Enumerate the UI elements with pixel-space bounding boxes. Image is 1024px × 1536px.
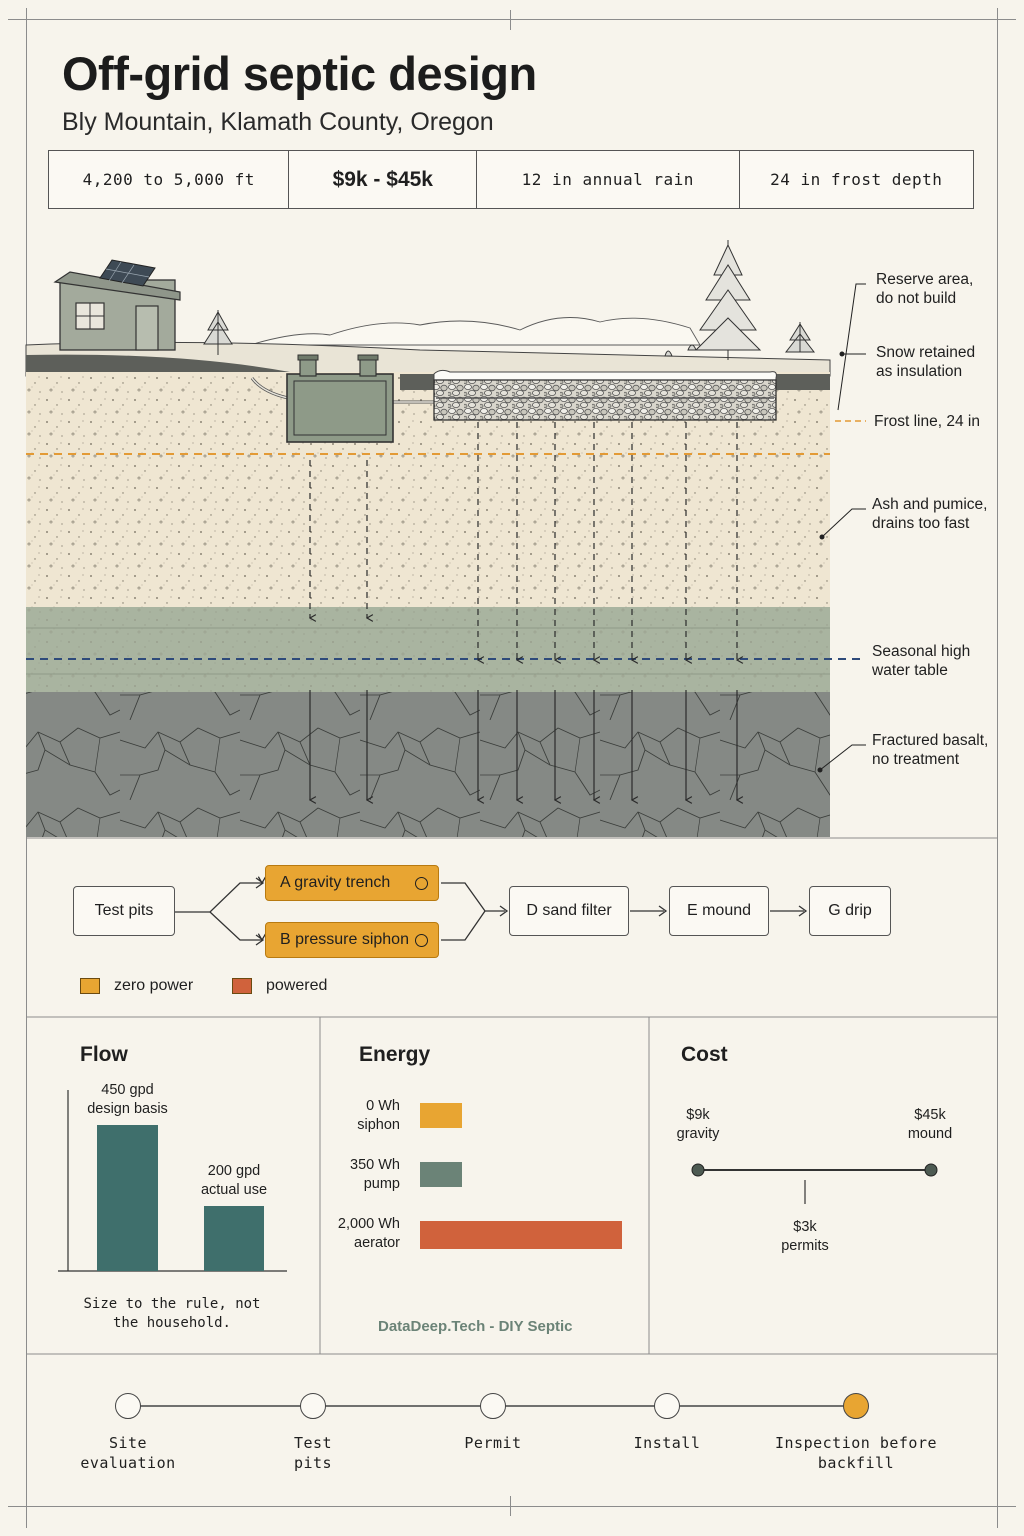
label-frost-line: Frost line, 24 in <box>874 413 980 430</box>
energy-bar <box>420 1162 462 1187</box>
brand-footer: DataDeep.Tech - DIY Septic <box>378 1318 573 1335</box>
label-basalt: Fractured basalt,no treatment <box>872 732 989 768</box>
flow-option-gravity-trench: A gravity trench <box>265 865 439 901</box>
crosshair-top <box>510 10 511 30</box>
stat-cost-range: $9k - $45k <box>289 151 478 208</box>
timeline-step-dot <box>654 1393 680 1419</box>
stat-elevation: 4,200 to 5,000 ft <box>49 151 290 208</box>
stats-bar: 4,200 to 5,000 ft $9k - $45k 12 in annua… <box>48 150 974 209</box>
tree-icon <box>203 310 233 355</box>
energy-bar <box>420 1103 462 1128</box>
timeline-step-label: Install <box>633 1434 701 1452</box>
page-title: Off-grid septic design <box>62 47 537 100</box>
stat-frost: 24 in frost depth <box>770 170 943 189</box>
frame-right <box>997 8 998 1528</box>
zero-power-icon <box>415 876 428 890</box>
flow-step-sand-filter: D sand filter <box>509 886 629 936</box>
label-reserve-area: Reserve area,do not build <box>876 271 974 307</box>
panel-title-cost: Cost <box>681 1043 728 1066</box>
timeline-step-dot <box>843 1393 869 1419</box>
legend-label-zero-power: zero power <box>114 977 194 994</box>
zero-power-icon <box>415 933 428 947</box>
flow-step-mound: E mound <box>669 886 769 936</box>
legend-swatch-powered <box>232 978 252 994</box>
label-ash-pumice: Ash and pumice,drains too fast <box>872 496 988 532</box>
stat-rain: 12 in annual rain <box>477 151 740 208</box>
cabin-icon <box>53 259 181 351</box>
flow-bar <box>97 1125 158 1271</box>
shrub-icon <box>664 322 816 357</box>
panel-title-energy: Energy <box>359 1043 431 1066</box>
crosshair-bottom-h <box>500 1506 522 1507</box>
crosshair-top-h <box>500 19 522 20</box>
flow-step-drip: G drip <box>809 886 891 936</box>
energy-bar <box>420 1221 622 1249</box>
pine-tree-icon <box>694 240 762 360</box>
panel-title-flow: Flow <box>80 1043 128 1066</box>
legend-label-powered: powered <box>266 977 328 994</box>
timeline-step-dot <box>480 1393 506 1419</box>
timeline-step-dot <box>300 1393 326 1419</box>
flow-step-test-pits: Test pits <box>73 886 175 936</box>
septic-tank-icon <box>286 354 394 443</box>
flow-bar <box>204 1206 264 1271</box>
timeline-step-label: Permit <box>464 1434 522 1452</box>
page-subtitle: Bly Mountain, Klamath County, Oregon <box>62 108 494 136</box>
legend-swatch-zero-power <box>80 978 100 994</box>
flow-option-pressure-siphon: B pressure siphon <box>265 922 439 958</box>
timeline-step-dot <box>115 1393 141 1419</box>
